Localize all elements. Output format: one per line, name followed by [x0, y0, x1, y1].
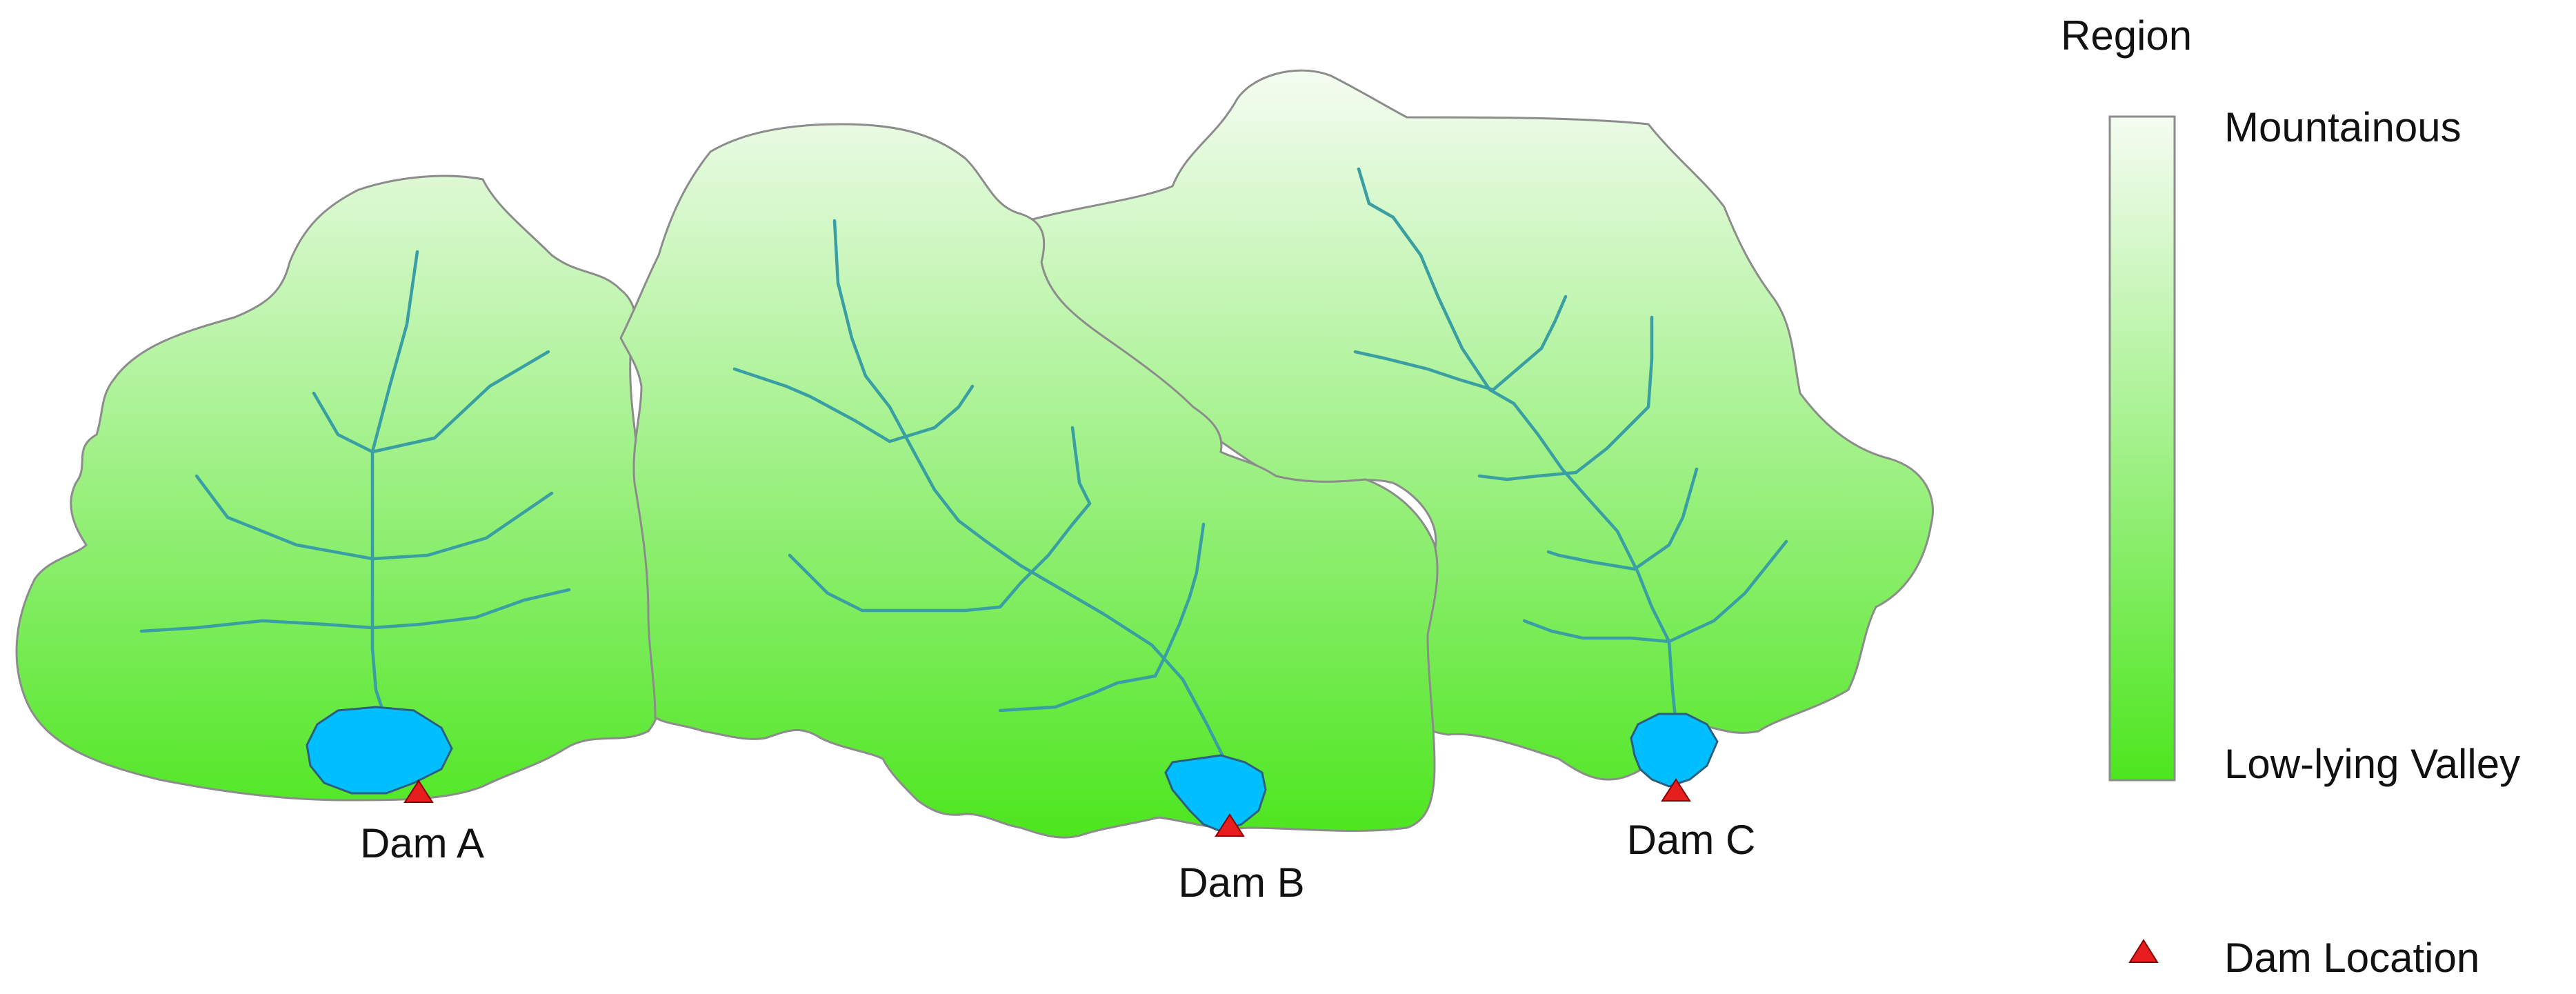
- reservoir-b: [1164, 754, 1267, 833]
- stream-network-c: [1353, 167, 1788, 726]
- dam-a-label: Dam A: [360, 820, 484, 866]
- dam-b-label: Dam B: [1178, 859, 1304, 906]
- reservoir-a: [306, 706, 453, 795]
- dam-b-marker: [1215, 813, 1245, 837]
- reservoir-c: [1630, 713, 1719, 788]
- stream-network-a: [139, 250, 571, 713]
- legend-title: Region: [2061, 12, 2192, 59]
- stream-network-b: [732, 219, 1230, 768]
- dam-c-label: Dam C: [1627, 817, 1756, 863]
- legend-top-label: Mountainous: [2224, 104, 2462, 150]
- dam-a-marker: [403, 779, 434, 803]
- legend: Region Mountainous Low-lying Valley Dam …: [2061, 12, 2520, 981]
- legend-dam-label: Dam Location: [2224, 935, 2479, 981]
- basin-a: [15, 175, 662, 802]
- red-triangle-icon: [2128, 939, 2159, 963]
- dam-c-marker: [1661, 778, 1691, 802]
- legend-bottom-label: Low-lying Valley: [2224, 741, 2520, 787]
- elevation-gradient-bar: [2108, 115, 2176, 782]
- basin-b: [619, 123, 1439, 839]
